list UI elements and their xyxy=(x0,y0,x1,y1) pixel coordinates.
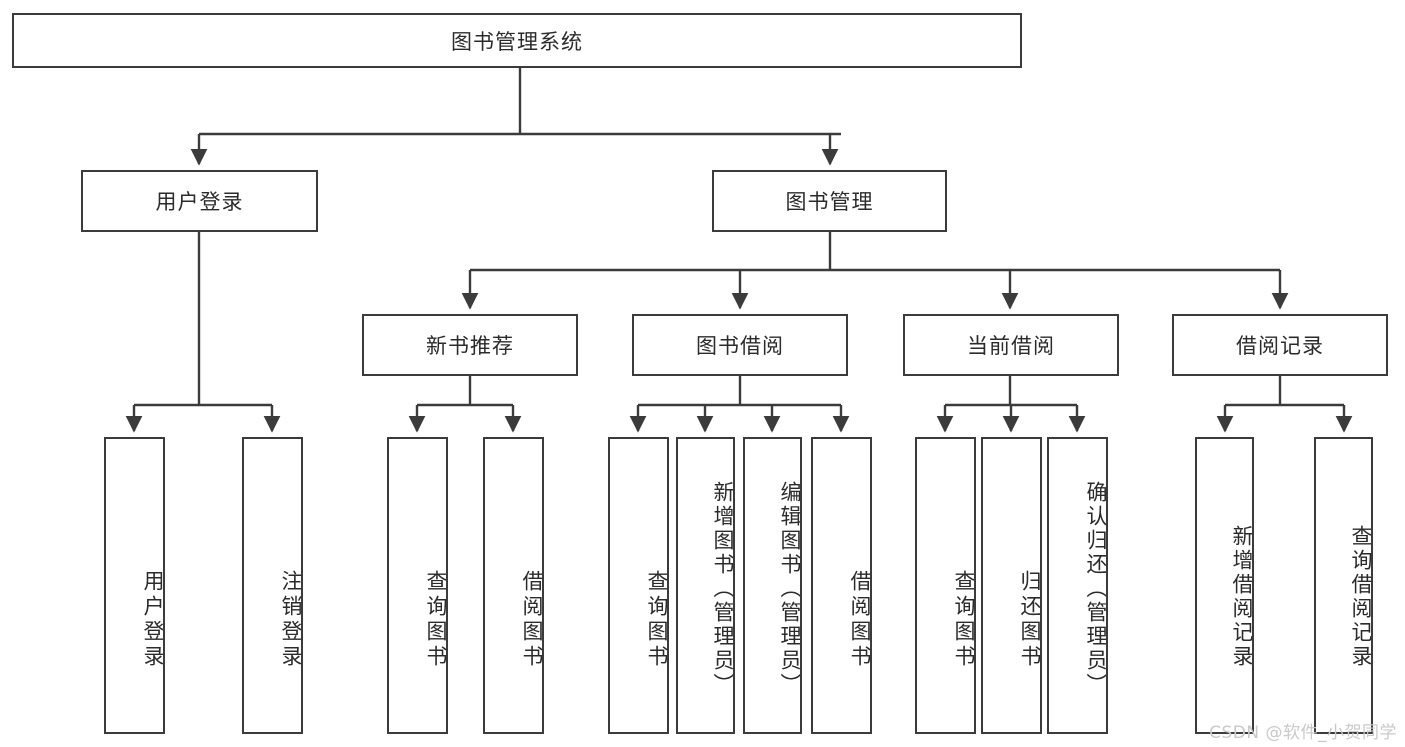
leaf-borrow-book-recommend[interactable]: 借阅图书 xyxy=(483,437,544,734)
leaf-logout-login[interactable]: 注销登录 xyxy=(242,437,303,734)
node-book-borrow[interactable]: 图书借阅 xyxy=(632,314,848,376)
leaf-borrow-book-borrow[interactable]: 借阅图书 xyxy=(811,437,872,734)
leaf-user-login[interactable]: 用户登录 xyxy=(104,437,165,734)
leaf-query-book-borrow[interactable]: 查询图书 xyxy=(608,437,669,734)
node-current-borrow[interactable]: 当前借阅 xyxy=(903,314,1119,376)
leaf-confirm-return-admin[interactable]: 确认归还（管理员） xyxy=(1047,437,1108,734)
leaf-query-book-recommend[interactable]: 查询图书 xyxy=(387,437,448,734)
node-user-login[interactable]: 用户登录 xyxy=(81,170,318,232)
leaf-edit-book-admin[interactable]: 编辑图书（管理员） xyxy=(743,437,802,734)
node-new-book-recommend[interactable]: 新书推荐 xyxy=(362,314,578,376)
leaf-add-book-admin[interactable]: 新增图书（管理员） xyxy=(676,437,735,734)
watermark-text: CSDN @软件_小贺同学 xyxy=(1209,723,1397,743)
leaf-query-borrow-record[interactable]: 查询借阅记录 xyxy=(1314,437,1373,734)
node-book-management[interactable]: 图书管理 xyxy=(712,170,947,232)
leaf-query-book-current[interactable]: 查询图书 xyxy=(915,437,976,734)
node-borrow-record[interactable]: 借阅记录 xyxy=(1172,314,1388,376)
leaf-return-book[interactable]: 归还图书 xyxy=(981,437,1042,734)
leaf-add-borrow-record[interactable]: 新增借阅记录 xyxy=(1195,437,1254,734)
node-root-system[interactable]: 图书管理系统 xyxy=(12,13,1022,68)
